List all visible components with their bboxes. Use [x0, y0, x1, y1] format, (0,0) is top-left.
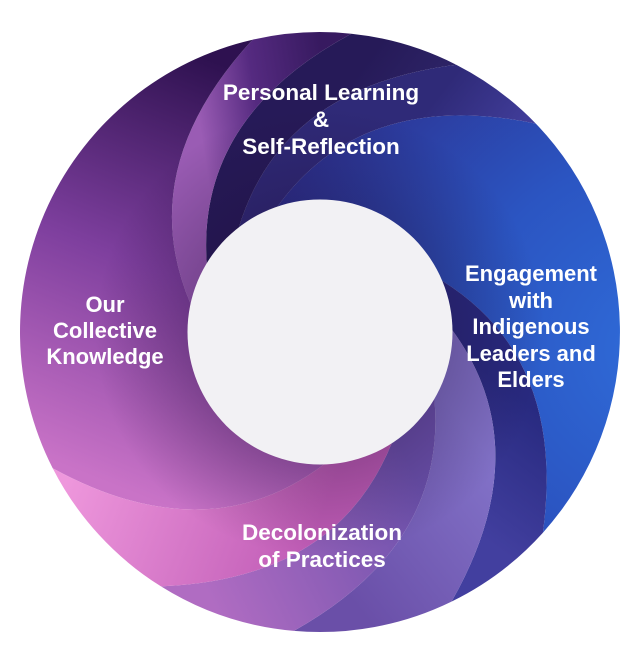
label-line: Knowledge: [46, 344, 164, 369]
segment-label-decolonization: Decolonization of Practices: [192, 519, 452, 573]
label-line: Our: [85, 292, 125, 317]
petal-indigo-topright: [238, 64, 536, 228]
label-line: Personal Learning: [222, 80, 420, 105]
petal-blue-right: [277, 115, 620, 533]
petal-purple-bottom: [161, 398, 436, 631]
label-line: Engagement: [464, 261, 598, 286]
label-line: Elders: [497, 367, 565, 392]
petal-indigo-bottomright: [441, 280, 547, 602]
label-line: &: [312, 107, 330, 132]
segment-label-personal-learning: Personal Learning & Self-Reflection: [191, 79, 451, 160]
label-line: Self-Reflection: [242, 134, 400, 159]
label-line: Leaders and: [466, 340, 596, 366]
center-hole: [187, 199, 453, 465]
segment-label-collective-knowledge: Our Collective Knowledge: [15, 292, 195, 370]
petal-lavender-topleft: [171, 32, 352, 305]
label-line: with: [509, 287, 553, 313]
segment-label-engagement: Engagement with Indigenous Leaders and E…: [420, 261, 640, 394]
label-line: Collective: [53, 318, 157, 343]
label-line: of Practices: [258, 547, 386, 572]
label-line: Indigenous: [472, 314, 590, 339]
label-line: Decolonization: [241, 520, 402, 545]
